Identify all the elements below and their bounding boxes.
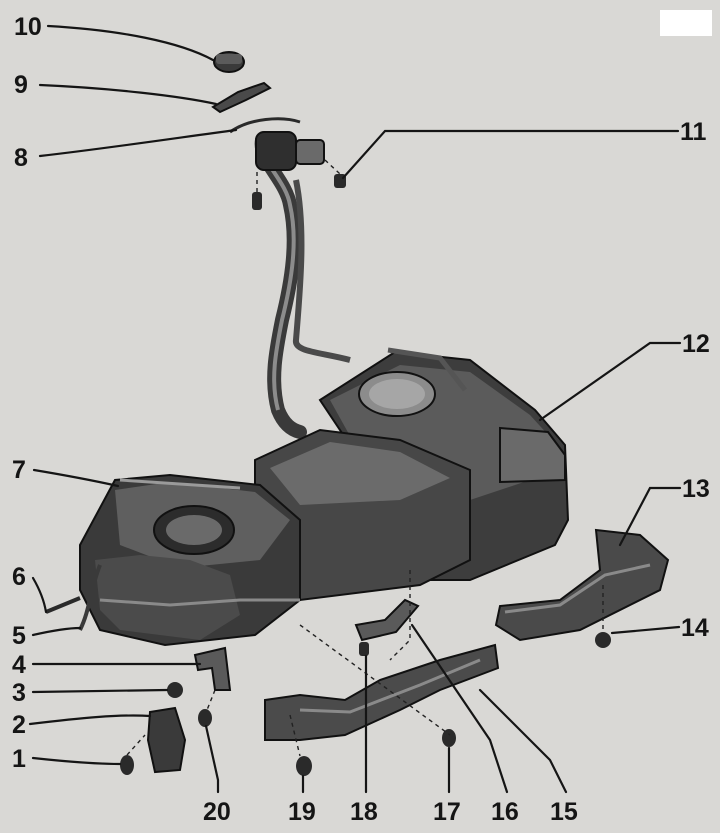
callout-1: 1 — [12, 745, 26, 773]
callout-9: 9 — [14, 71, 28, 99]
callout-4: 4 — [12, 651, 26, 679]
callout-15: 15 — [550, 798, 578, 826]
leader-lines — [28, 24, 682, 794]
bracket-part-4 — [193, 646, 232, 691]
callout-20: 20 — [203, 798, 231, 826]
callout-19: 19 — [288, 798, 316, 826]
pump-part-2 — [146, 706, 187, 774]
dash-guides-right — [389, 570, 411, 661]
hose-part-5 — [78, 564, 102, 631]
nut-part-20 — [198, 689, 216, 727]
filler-pipe — [254, 131, 351, 439]
callout-10: 10 — [14, 13, 42, 41]
callout-8: 8 — [14, 144, 28, 172]
seal-ring-part-9 — [211, 81, 272, 114]
filler-bolt — [252, 172, 262, 210]
callout-7: 7 — [12, 456, 26, 484]
callout-16: 16 — [491, 798, 519, 826]
callout-13: 13 — [682, 475, 710, 503]
callout-12: 12 — [682, 330, 710, 358]
callout-18: 18 — [350, 798, 378, 826]
grommet-part-3 — [167, 682, 183, 698]
callout-6: 6 — [12, 563, 26, 591]
callout-14: 14 — [681, 614, 709, 642]
callout-17: 17 — [433, 798, 461, 826]
nut-part-19 — [289, 714, 312, 776]
bolt-part-11 — [324, 159, 346, 188]
nut-part-14 — [595, 585, 611, 648]
callout-5: 5 — [12, 622, 26, 650]
tank-strap-part-15 — [264, 643, 500, 741]
bolt-part-17 — [299, 624, 456, 747]
callout-3: 3 — [12, 679, 26, 707]
callout-2: 2 — [12, 711, 26, 739]
callout-11: 11 — [680, 118, 707, 146]
filler-cap-part-10 — [213, 51, 245, 73]
filler-flange-part-8 — [229, 117, 301, 134]
heat-shield-part-13 — [494, 528, 670, 642]
bracket-part-16 — [354, 598, 420, 642]
white-label-patch — [660, 10, 712, 36]
callout-labels: 10 9 8 11 12 7 13 6 14 5 4 3 2 1 20 19 1… — [12, 13, 710, 826]
bolt-part-1 — [120, 734, 146, 775]
screw-part-6 — [45, 596, 81, 614]
fuel-tank-part-7 — [79, 347, 570, 647]
bolt-part-18 — [359, 642, 369, 656]
